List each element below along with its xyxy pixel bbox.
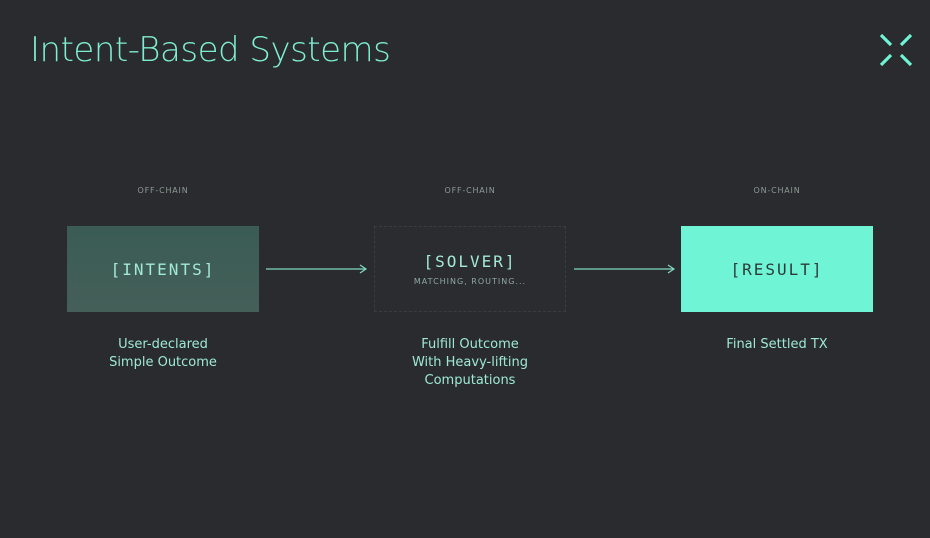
intents-box: [INTENTS] <box>67 226 259 312</box>
caption-line: With Heavy-lifting <box>411 355 528 370</box>
caption-line: User-declared <box>118 337 208 352</box>
result-label: [RESULT] <box>730 259 824 279</box>
arrow-right-icon <box>574 264 676 274</box>
chain-label-result: ON-CHAIN <box>753 186 801 195</box>
caption-line: Simple Outcome <box>109 355 217 370</box>
arrow-right-icon <box>266 264 368 274</box>
intents-caption: User-declared Simple Outcome <box>67 336 259 372</box>
intents-label: [INTENTS] <box>110 259 216 279</box>
chain-label-intents: OFF-CHAIN <box>137 186 189 195</box>
result-box: [RESULT] <box>681 226 873 312</box>
solver-label: [SOLVER] <box>423 252 517 271</box>
caption-line: Computations <box>424 373 516 388</box>
page-title: Intent-Based Systems <box>30 30 391 70</box>
solver-sublabel: MATCHING, ROUTING... <box>413 277 527 286</box>
chain-label-solver: OFF-CHAIN <box>444 186 496 195</box>
solver-caption: Fulfill Outcome With Heavy-lifting Compu… <box>374 336 566 390</box>
result-caption: Final Settled TX <box>681 336 873 354</box>
x-mark-icon <box>879 33 913 67</box>
caption-line: Final Settled TX <box>726 337 828 352</box>
caption-line: Fulfill Outcome <box>421 337 519 352</box>
solver-box: [SOLVER] MATCHING, ROUTING... <box>374 226 566 312</box>
